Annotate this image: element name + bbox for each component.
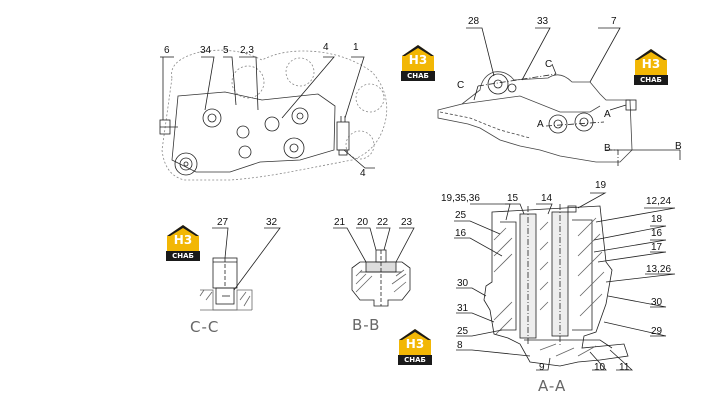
- callout-11: 11: [619, 362, 630, 373]
- callout-2-3: 2,3: [240, 45, 254, 56]
- callout-30-right: 30: [651, 297, 663, 308]
- front-view-housing: [159, 49, 388, 181]
- callout-19: 19: [595, 180, 607, 191]
- callout-34: 34: [200, 45, 212, 56]
- callout-23: 23: [401, 217, 413, 228]
- callout-32: 32: [266, 217, 278, 228]
- callout-1: 1: [353, 42, 359, 53]
- logo-word: CHAБ: [401, 71, 435, 81]
- logo-bottom-center: H3 CHAБ: [398, 328, 432, 366]
- callout-12-24: 12,24: [646, 196, 672, 207]
- callout-4-top: 4: [323, 42, 329, 53]
- callout-15: 15: [507, 193, 519, 204]
- section-bb: [333, 227, 415, 307]
- callout-25-bottom: 25: [457, 326, 469, 337]
- view-marker-a-left: A: [537, 119, 544, 130]
- callout-7: 7: [611, 16, 617, 27]
- callout-28: 28: [468, 16, 480, 27]
- view-marker-c-top: C: [545, 59, 553, 70]
- callout-16-left: 16: [455, 228, 467, 239]
- callout-20: 20: [357, 217, 369, 228]
- callout-18: 18: [651, 214, 663, 225]
- house-logo-icon: [635, 49, 667, 75]
- logo-middle-left: H3 CHAБ: [166, 224, 200, 262]
- logo-mark: H3: [405, 337, 425, 351]
- callout-10: 10: [594, 362, 606, 373]
- logo-mark: H3: [641, 57, 661, 71]
- logo-word: CHAБ: [166, 251, 200, 261]
- section-cc: [199, 227, 281, 311]
- logo-top-left: H3 CHAБ: [401, 44, 435, 82]
- logo-word: CHAБ: [398, 355, 432, 365]
- section-aa: [454, 192, 676, 371]
- callout-30-left: 30: [457, 278, 469, 289]
- section-label-bb: B-B: [352, 316, 381, 334]
- logo-word: CHAБ: [634, 75, 668, 85]
- section-label-cc: C-C: [190, 318, 220, 336]
- logo-mark: H3: [173, 233, 193, 247]
- callout-5: 5: [223, 45, 229, 56]
- callout-27: 27: [217, 217, 229, 228]
- callout-19-35-36: 19,35,36: [441, 193, 480, 204]
- callout-33: 33: [537, 16, 549, 27]
- house-logo-icon: [399, 329, 431, 355]
- logo-mark: H3: [408, 53, 428, 67]
- section-label-aa: A-A: [538, 377, 567, 395]
- callout-31: 31: [457, 303, 469, 314]
- view-marker-a-right: A: [604, 109, 611, 120]
- callout-29: 29: [651, 326, 663, 337]
- callout-17: 17: [651, 242, 663, 253]
- callout-16-right: 16: [651, 228, 663, 239]
- callout-8: 8: [457, 340, 463, 351]
- logo-top-right: H3 CHAБ: [634, 48, 668, 86]
- view-marker-b-left: B: [604, 143, 611, 154]
- view-marker-b-right: B: [675, 141, 682, 152]
- callout-6: 6: [164, 45, 170, 56]
- view-marker-c-left: C: [457, 80, 465, 91]
- callout-13-26: 13,26: [646, 264, 672, 275]
- house-logo-icon: [402, 45, 434, 71]
- callout-22: 22: [377, 217, 389, 228]
- callout-25-top: 25: [455, 210, 467, 221]
- callout-4-bottom: 4: [360, 168, 366, 179]
- callout-14: 14: [541, 193, 553, 204]
- side-view: [437, 27, 681, 168]
- callout-9: 9: [539, 362, 545, 373]
- callout-21: 21: [334, 217, 346, 228]
- house-logo-icon: [167, 225, 199, 251]
